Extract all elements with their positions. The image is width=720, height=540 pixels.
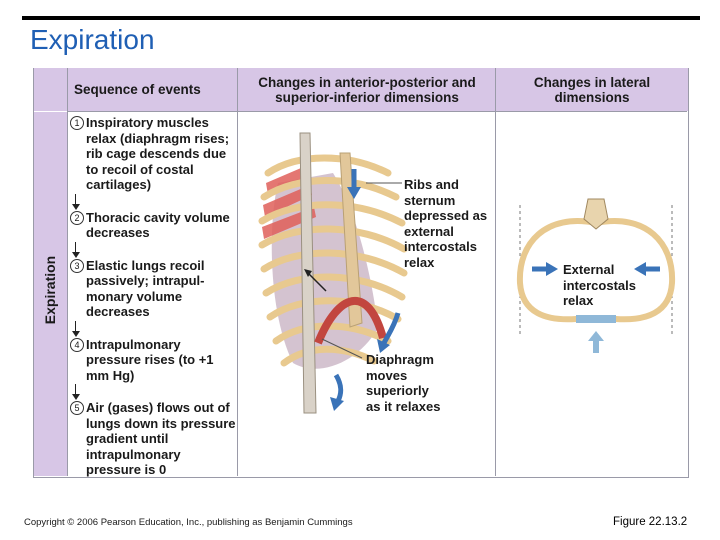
step-1: 1 Inspiratory muscles relax (diaphragm r… — [70, 115, 238, 193]
figure-number: Figure 22.13.2 — [613, 516, 688, 528]
top-rule — [22, 16, 700, 20]
external-label-text: External intercostals relax — [563, 262, 636, 308]
sequence-steps: 1 Inspiratory muscles relax (diaphragm r… — [70, 115, 238, 478]
step-number: 3 — [70, 258, 84, 273]
step-text: Thoracic cavity volume decreases — [86, 209, 230, 241]
step-2: 2 Thoracic cavity volume decreases — [70, 210, 238, 241]
down-arrow-icon — [70, 241, 238, 258]
header-corner — [34, 68, 67, 111]
step-number: 1 — [70, 116, 84, 130]
step-4: 4 Intrapulmonary pressure rises (to +1 m… — [70, 337, 238, 384]
rib-cage-illustration — [258, 132, 408, 414]
step-text: Elastic lungs recoil passively; intrapul… — [86, 257, 205, 320]
down-arrow-icon — [70, 193, 238, 210]
diaphragm-label: Diaphragm moves superiorly as it relaxes — [366, 352, 446, 414]
copyright-text: Copyright © 2006 Pearson Education, Inc.… — [24, 517, 353, 528]
header-divider — [67, 111, 687, 112]
step-text: Inspiratory muscles relax (diaphragm ris… — [86, 115, 230, 192]
external-intercostals-label: External intercostals relax — [563, 262, 649, 309]
diaphragm-label-text: Diaphragm moves superiorly as it relaxes — [366, 352, 441, 414]
step-number: 5 — [70, 401, 84, 415]
down-arrow-icon — [70, 320, 238, 337]
ribs-label-text: Ribs and sternum depressed as external i… — [404, 177, 488, 270]
step-5: 5 Air (gases) flows out of lungs down it… — [70, 400, 238, 478]
step-3: 3 Elastic lungs recoil passively; intrap… — [70, 258, 238, 320]
column-divider-2 — [495, 112, 496, 476]
step-number: 4 — [70, 337, 84, 352]
down-arrow-icon — [70, 383, 238, 400]
step-text: Air (gases) flows out of lungs down its … — [86, 400, 236, 477]
step-number: 2 — [70, 210, 84, 225]
slide-title: Expiration — [30, 24, 155, 55]
ribs-label: Ribs and sternum depressed as external i… — [404, 177, 494, 270]
row-label-bar — [34, 112, 68, 476]
row-label: Expiration — [42, 255, 58, 325]
header-sequence: Sequence of events — [67, 68, 237, 111]
header-ap-si: Changes in anterior-posterior and superi… — [237, 68, 496, 111]
column-divider-1 — [237, 112, 238, 476]
lateral-view-illustration — [516, 198, 676, 353]
header-lateral: Changes in lateral dimensions — [495, 68, 688, 111]
step-text: Intrapulmonary pressure rises (to +1 mm … — [86, 336, 214, 383]
